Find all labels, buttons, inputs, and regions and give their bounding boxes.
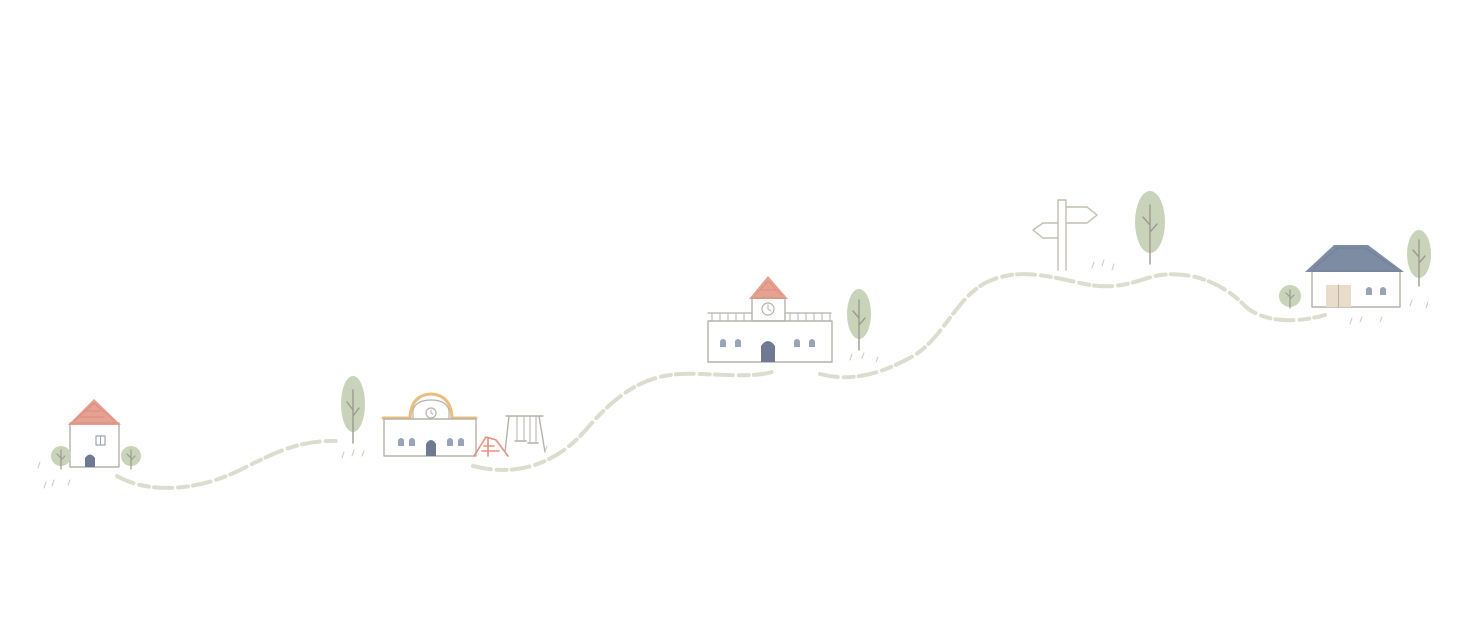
school-icon (707, 276, 833, 363)
bush-icon (51, 446, 71, 470)
bush-icon (1279, 285, 1301, 309)
slide-icon (473, 436, 509, 457)
bush-icon (121, 446, 141, 470)
signpost-icon (1032, 199, 1098, 271)
tree-icon (1135, 191, 1165, 265)
grass-tufts (37, 259, 1429, 489)
kindergarten-icon (381, 392, 478, 457)
swing-icon (504, 415, 546, 453)
garage-house-icon (1305, 245, 1404, 308)
tree-icon (847, 289, 871, 351)
tree-icon (1407, 230, 1431, 287)
winding-path (115, 272, 1327, 490)
small-house-icon (68, 399, 121, 468)
tree-icon (341, 376, 365, 444)
